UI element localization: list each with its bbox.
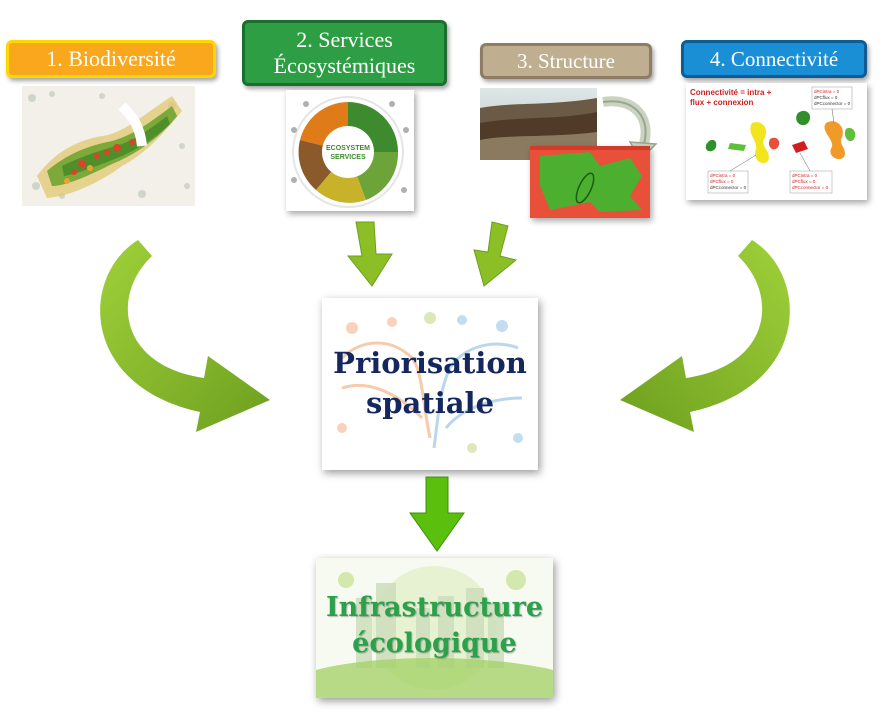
center-title-line1: Priorisation — [333, 346, 527, 380]
label-connectivite-text: 4. Connectivité — [709, 46, 839, 71]
ecosystem-services-wheel-image: ECOSYSTEM SERVICES — [286, 90, 414, 211]
biodiversity-map-image — [22, 86, 195, 206]
left-curved-arrow — [100, 240, 270, 432]
connectivity-box3-line1: dPCintra = 0 — [792, 173, 818, 178]
connectivity-box1-line3: dPCconnector = 0 — [814, 101, 851, 106]
connectivity-diagram-image: Connectivité = intra + flux + connexion … — [686, 83, 867, 200]
right-curved-arrow — [620, 240, 790, 432]
label-services: 2. Services Écosystémiques — [242, 20, 447, 86]
label-structure-text: 3. Structure — [517, 48, 615, 73]
ecological-infrastructure-card: Infrastructure écologique — [316, 558, 553, 698]
bottom-title-line2: écologique — [352, 628, 517, 659]
bottom-title-line1: Infrastructure — [325, 592, 544, 623]
label-connectivite: 4. Connectivité — [681, 40, 867, 78]
label-services-line2: Écosystémiques — [273, 53, 416, 78]
connectivity-title-line2: flux + connexion — [690, 98, 753, 107]
connectivity-box2-line2: dPCflux = 0 — [710, 179, 734, 184]
connectivity-box2-line3: dPCconnector = 0 — [710, 185, 747, 190]
spatial-prioritization-card: Priorisation spatiale — [322, 298, 538, 470]
arrow-structure-to-center — [473, 221, 518, 287]
connectivity-title-line1: Connectivité = intra + — [690, 88, 772, 97]
connectivity-box1-line1: dPCintra = 0 — [814, 89, 840, 94]
connectivity-box3-line3: dPCconnector = 0 — [792, 185, 829, 190]
ecosystem-center-line2: SERVICES — [330, 154, 366, 161]
arrow-center-to-bottom — [409, 476, 465, 552]
field-structure-map — [530, 146, 650, 218]
label-services-line1: 2. Services — [296, 27, 393, 52]
label-structure: 3. Structure — [480, 43, 652, 79]
label-biodiversite: 1. Biodiversité — [6, 40, 216, 78]
arrow-services-to-center — [346, 221, 393, 287]
connectivity-box3-line2: dPCflux = 0 — [792, 179, 816, 184]
connectivity-box2-line1: dPCintra = 0 — [710, 173, 736, 178]
label-biodiversite-text: 1. Biodiversité — [46, 46, 176, 71]
center-title-line2: spatiale — [365, 386, 495, 420]
ecosystem-center-line1: ECOSYSTEM — [326, 145, 370, 152]
connectivity-box1-line2: dPCflux = 0 — [814, 95, 838, 100]
